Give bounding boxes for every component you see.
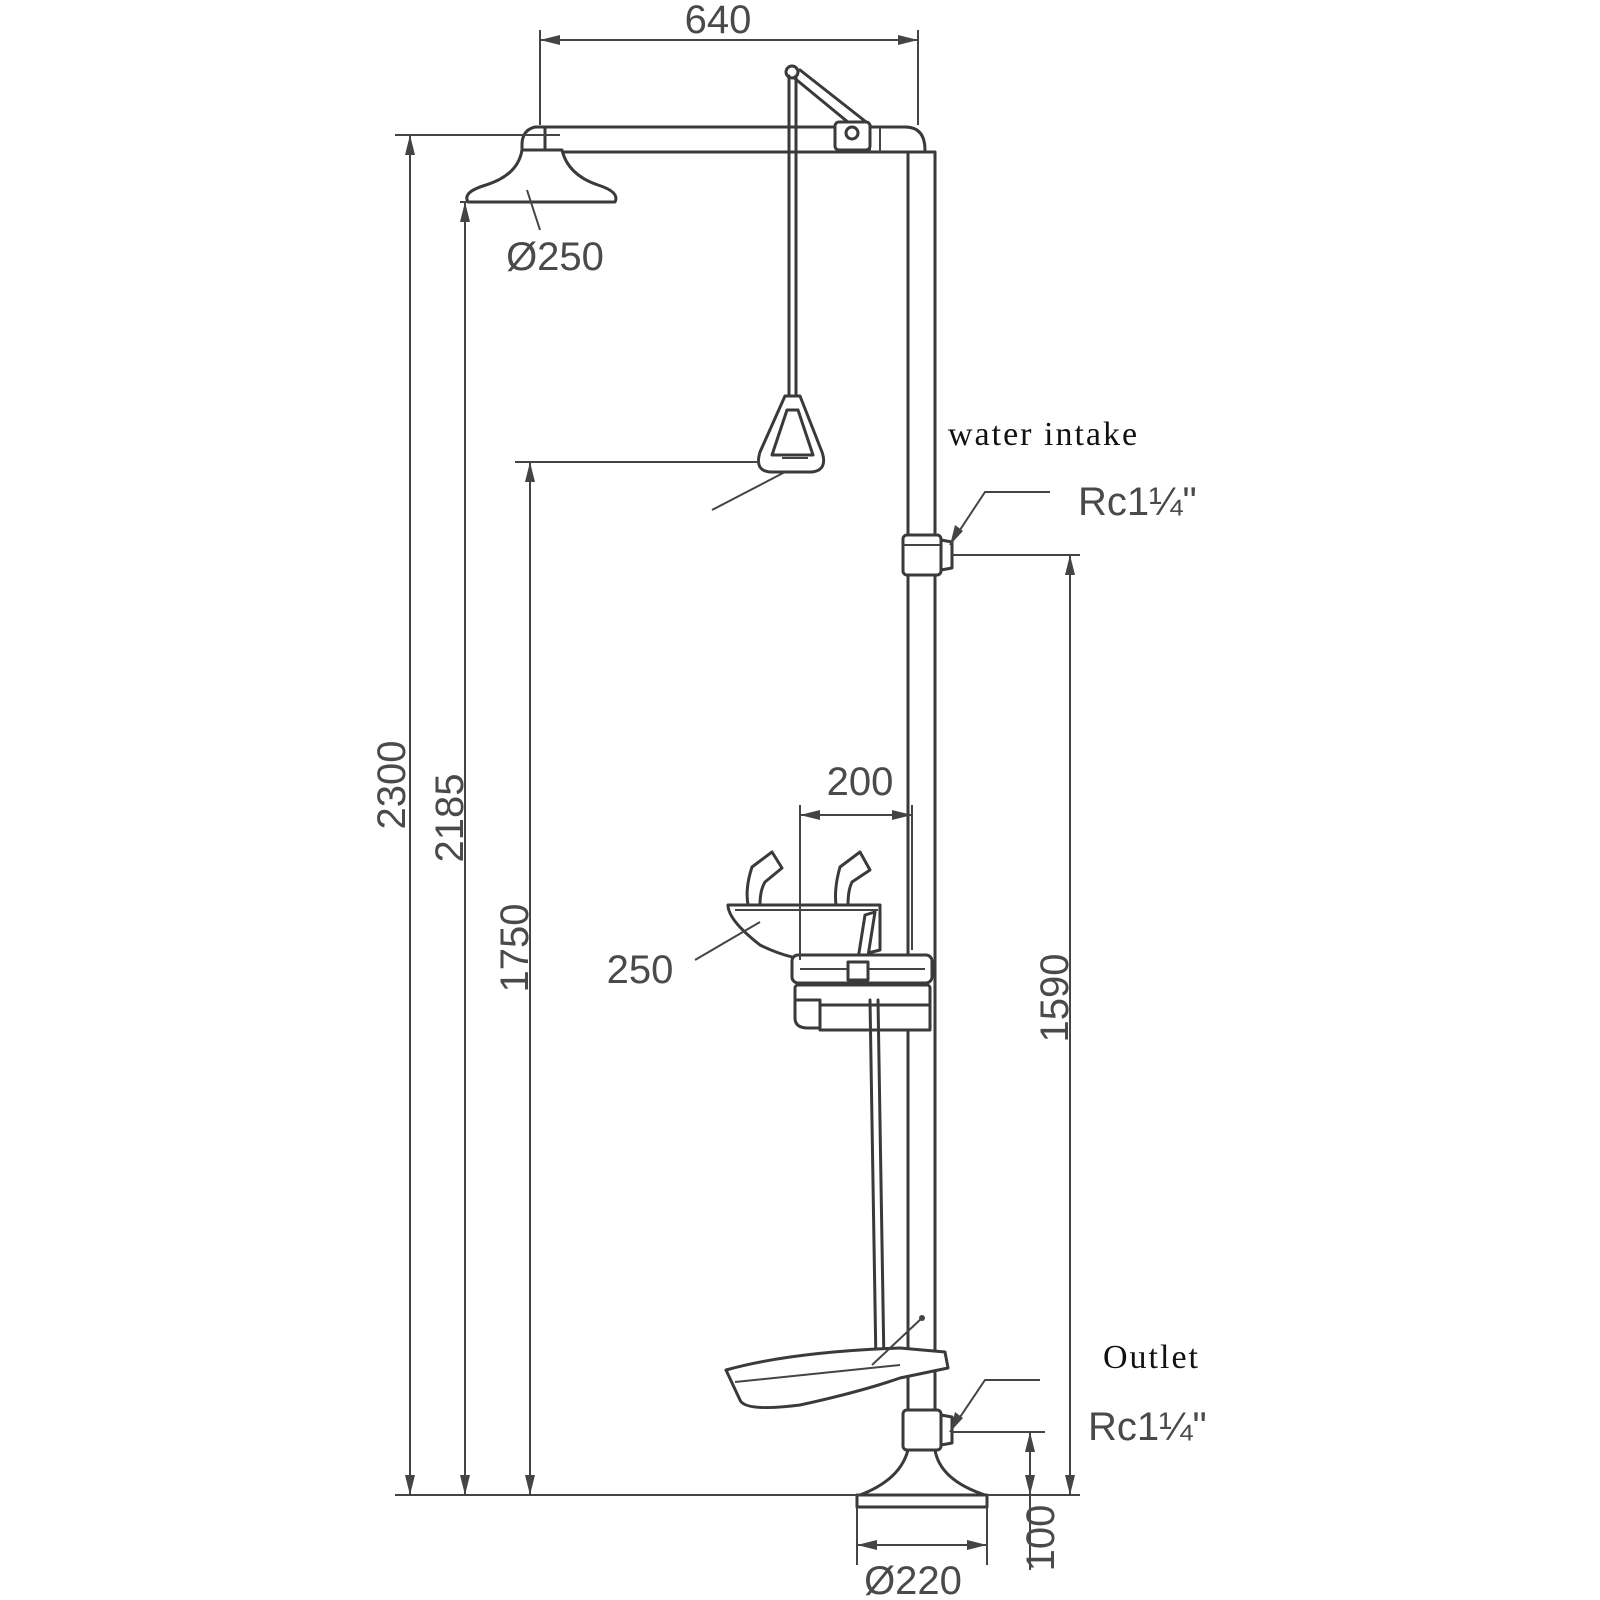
dimension-200 (799, 805, 913, 960)
label-inlet-thread: Rc1¼" (1078, 480, 1197, 524)
outlet-port (939, 1413, 954, 1447)
outlet-tee (901, 1408, 943, 1452)
leader-pull-handle (711, 471, 786, 511)
dimension-100 (952, 1431, 1045, 1570)
dim-label-100: 100 (1019, 1505, 1063, 1572)
dimension-220 (856, 1507, 988, 1565)
shower-head (465, 148, 618, 204)
dim-label-640: 640 (685, 0, 752, 42)
main-pipe (855, 150, 989, 1509)
inlet-tee (901, 533, 943, 577)
triangle-pull-handle (757, 394, 826, 474)
leader-shower-head (526, 189, 541, 231)
label-outlet-thread: Rc1¼" (1088, 1405, 1207, 1449)
dim-label-200: 200 (827, 760, 894, 804)
leader-pedal (871, 1317, 923, 1366)
dim-label-2185: 2185 (428, 774, 472, 863)
label-water-intake: water intake (948, 416, 1139, 453)
eyewash-assembly (726, 850, 934, 1032)
dim-label-shower-diameter: Ø250 (506, 235, 604, 279)
leader-bowl (694, 921, 761, 961)
base-flange (858, 1448, 987, 1497)
inlet-port (939, 538, 954, 572)
foot-pedal-rod (868, 998, 878, 1367)
base-plate (855, 1493, 989, 1509)
dim-label-base-diameter: Ø220 (864, 1559, 962, 1600)
leader-inlet (949, 491, 1050, 546)
dimension-1750 (515, 461, 760, 1495)
dimension-640 (539, 30, 919, 125)
eyewash-bowl (726, 903, 882, 963)
eyewash-nozzle-right (834, 850, 872, 907)
eyewash-drain (793, 998, 822, 1030)
shower-assembly (465, 64, 927, 474)
dim-label-250: 250 (607, 948, 674, 992)
dim-label-2300: 2300 (370, 741, 414, 830)
shower-elbow (520, 125, 547, 154)
dimension-2185 (460, 201, 470, 1495)
foot-pedal-assembly (724, 998, 950, 1410)
label-outlet: Outlet (1103, 1339, 1200, 1376)
foot-pedal (724, 1346, 950, 1410)
eyewash-nozzle-left (745, 850, 784, 907)
dim-label-1590: 1590 (1033, 954, 1077, 1043)
dim-label-1750: 1750 (493, 904, 537, 993)
dimension-1590 (952, 554, 1080, 1496)
leader-outlet (949, 1379, 1040, 1433)
dimension-2300 (395, 134, 860, 1496)
